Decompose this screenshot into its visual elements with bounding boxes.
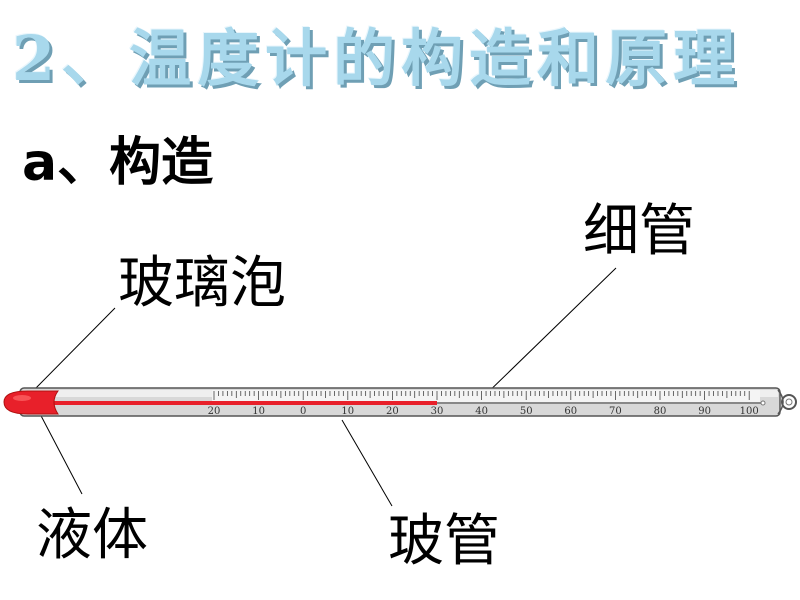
label-glass-tube: 玻管 (388, 509, 500, 574)
hanging-ring (781, 394, 797, 410)
scale-tick-label: 60 (564, 406, 577, 417)
scale-tick-label: 0 (300, 406, 306, 417)
scale-strip (212, 390, 760, 404)
section-heading: a、构造 (22, 133, 214, 193)
scale-tick-label: 70 (609, 406, 622, 417)
leader-line-capillary (477, 267, 617, 403)
label-glass-bulb: 玻璃泡 (118, 251, 286, 316)
scale-tick-label: 10 (252, 406, 265, 417)
leader-line-liquid (37, 409, 83, 495)
scale-tick-label: 30 (431, 406, 444, 417)
label-capillary: 细管 (583, 199, 695, 264)
scale-tick-label: 90 (698, 406, 711, 417)
scale-tick-label: 20 (208, 406, 221, 417)
glass-bulb (3, 390, 59, 415)
scale-tick-label: 40 (475, 406, 488, 417)
scale-tick-label: 80 (654, 406, 667, 417)
scale-ticks (213, 391, 750, 400)
liquid-column (40, 401, 437, 405)
leader-line-tube (341, 419, 393, 507)
scale-tick-label: 10 (341, 406, 354, 417)
scale-tick-label: 20 (386, 406, 399, 417)
leader-line-bulb (33, 307, 116, 391)
scale-tick-label: 50 (520, 406, 533, 417)
scale-tick-label: 100 (740, 406, 759, 417)
page-title: 2、温度计的构造和原理 (12, 22, 742, 95)
label-liquid: 液体 (36, 503, 148, 568)
